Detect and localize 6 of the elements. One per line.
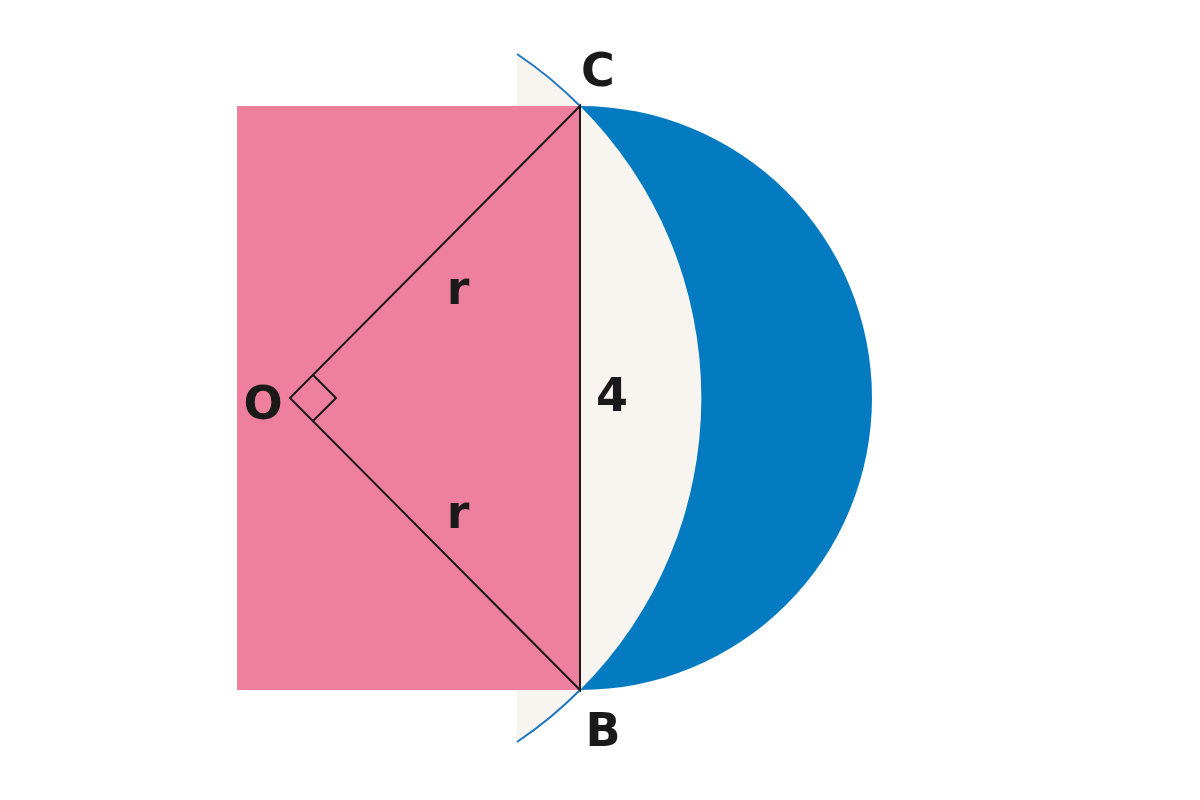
- length-label: 4: [596, 372, 628, 418]
- length-label: r: [446, 489, 470, 535]
- length-label: r: [446, 265, 470, 311]
- point-label: C: [581, 47, 615, 93]
- point-label: B: [585, 707, 621, 753]
- point-label: O: [243, 380, 283, 426]
